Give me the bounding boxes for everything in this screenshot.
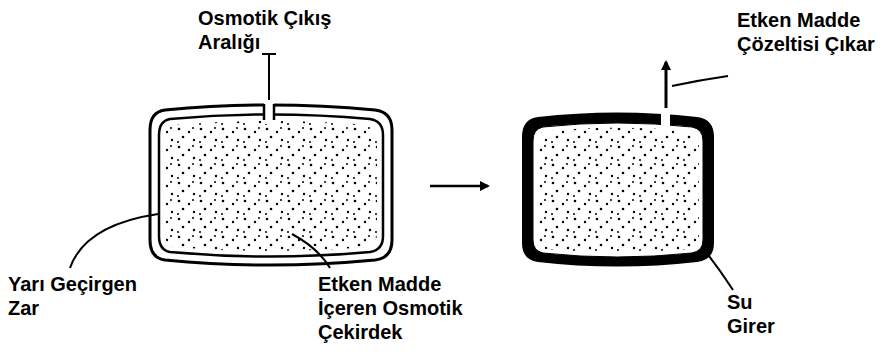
outlet-label: Osmotik Çıkış Aralığı xyxy=(198,6,373,54)
outflow-label: Etken Madde Çözeltisi Çıkar xyxy=(737,8,877,56)
tablet-left xyxy=(150,98,392,265)
tablet-right xyxy=(523,106,713,266)
water-label: Su Girer xyxy=(727,290,797,338)
core-label: Etken Madde İçeren Osmotik Çekirdek xyxy=(318,272,488,344)
leader-lines xyxy=(70,54,733,290)
membrane-label: Yarı Geçirgen Zar xyxy=(8,272,158,320)
outflow-arrow xyxy=(665,62,668,108)
process-arrow xyxy=(430,185,488,188)
